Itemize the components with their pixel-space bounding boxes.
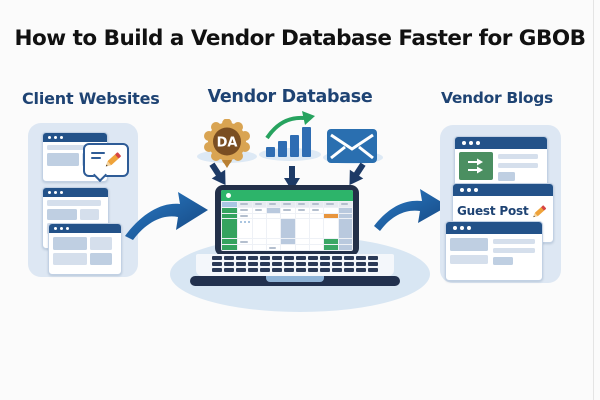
window-titlebar: [455, 137, 547, 149]
down-arrow-icon: [284, 166, 300, 191]
browser-window: [48, 223, 122, 275]
vendor-blogs-panel: Guest Post: [440, 125, 561, 283]
da-badge-icon: DA: [204, 119, 250, 168]
spreadsheet-app: [221, 190, 353, 251]
app-dot: [226, 193, 231, 198]
laptop-screen: [215, 185, 359, 256]
down-arrow-icon: [349, 162, 366, 186]
edit-speech-bubble: [83, 143, 129, 183]
guest-post-label: Guest Post: [457, 204, 529, 218]
client-websites-panel: [28, 123, 138, 277]
window-content: [49, 233, 121, 268]
page-title: How to Build a Vendor Database Faster fo…: [14, 26, 586, 51]
trackpad: [266, 276, 324, 282]
browser-window: [454, 136, 548, 190]
app-toolbar: [221, 190, 353, 201]
pencil-icon: [532, 205, 546, 218]
email-icon: [327, 129, 377, 163]
window-titlebar: [446, 222, 542, 234]
window-content: [446, 234, 542, 268]
keyboard-keys: [196, 256, 394, 272]
heading-vendor-blogs: Vendor Blogs: [441, 89, 553, 107]
laptop-keyboard: [196, 254, 394, 276]
window-titlebar: [49, 224, 121, 233]
toggle-arrows-icon: [468, 158, 483, 174]
da-badge-label: DA: [217, 136, 238, 151]
window-content: [455, 149, 547, 184]
down-arrow-icon: [209, 162, 226, 186]
window-titlebar: [43, 188, 108, 197]
laptop-base: [190, 276, 400, 286]
flow-arrow-left-icon: [125, 192, 208, 240]
spreadsheet: [222, 202, 352, 250]
slider-block: [459, 152, 493, 180]
window-titlebar: [43, 133, 107, 142]
window-titlebar: [453, 184, 553, 196]
page-edge-divider: [593, 0, 594, 400]
heading-vendor-database: Vendor Database: [207, 87, 373, 107]
heading-client-websites: Client Websites: [22, 89, 160, 108]
flow-arrow-right-icon: [374, 189, 448, 231]
growth-chart-icon: [265, 111, 315, 157]
pencil-icon: [105, 152, 121, 167]
browser-window: [445, 221, 543, 281]
